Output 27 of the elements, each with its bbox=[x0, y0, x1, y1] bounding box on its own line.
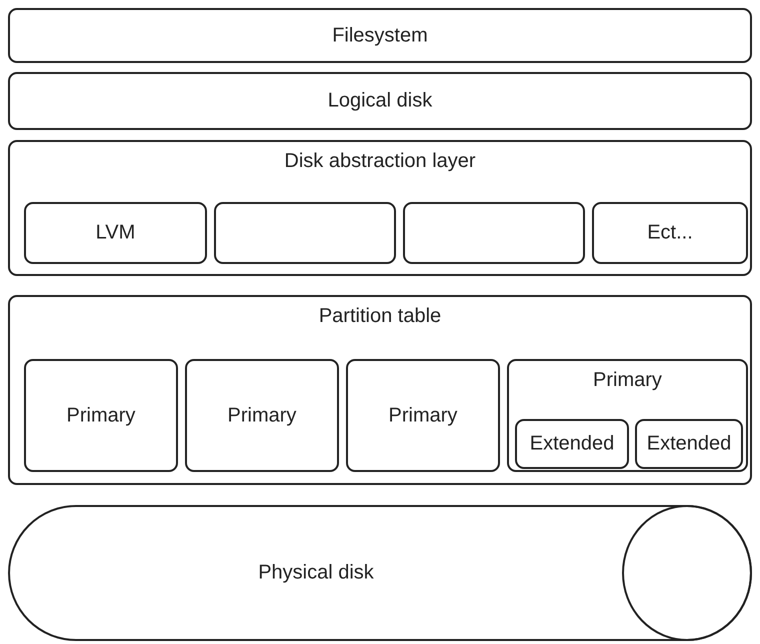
layer-box bbox=[8, 72, 752, 130]
box-label: Filesystem bbox=[331, 24, 429, 47]
box-label: Extended bbox=[528, 432, 616, 456]
box-label: Primary bbox=[66, 404, 136, 427]
box-label: Primary bbox=[592, 369, 663, 392]
group-box bbox=[8, 295, 752, 485]
box-label: Disk abstraction layer bbox=[283, 150, 477, 173]
component-box bbox=[185, 359, 339, 472]
layer-box bbox=[8, 8, 752, 63]
group-box bbox=[507, 359, 748, 472]
component-box bbox=[515, 419, 629, 469]
box-label: Physical disk bbox=[257, 562, 375, 584]
component-box bbox=[24, 202, 207, 264]
box-label: Primary bbox=[226, 404, 298, 427]
component-box bbox=[592, 202, 748, 264]
box-label: Partition table bbox=[318, 305, 442, 328]
box-label: Extended bbox=[646, 432, 732, 456]
component-box bbox=[214, 202, 396, 264]
group-box bbox=[8, 140, 752, 276]
box-label: LVM bbox=[94, 222, 136, 244]
box-label: Ect... bbox=[646, 222, 694, 244]
box-label: Logical disk bbox=[326, 90, 434, 112]
component-box bbox=[24, 359, 178, 472]
box-label: Primary bbox=[388, 404, 458, 427]
component-box bbox=[346, 359, 500, 472]
component-box bbox=[635, 419, 743, 469]
component-box bbox=[403, 202, 585, 264]
